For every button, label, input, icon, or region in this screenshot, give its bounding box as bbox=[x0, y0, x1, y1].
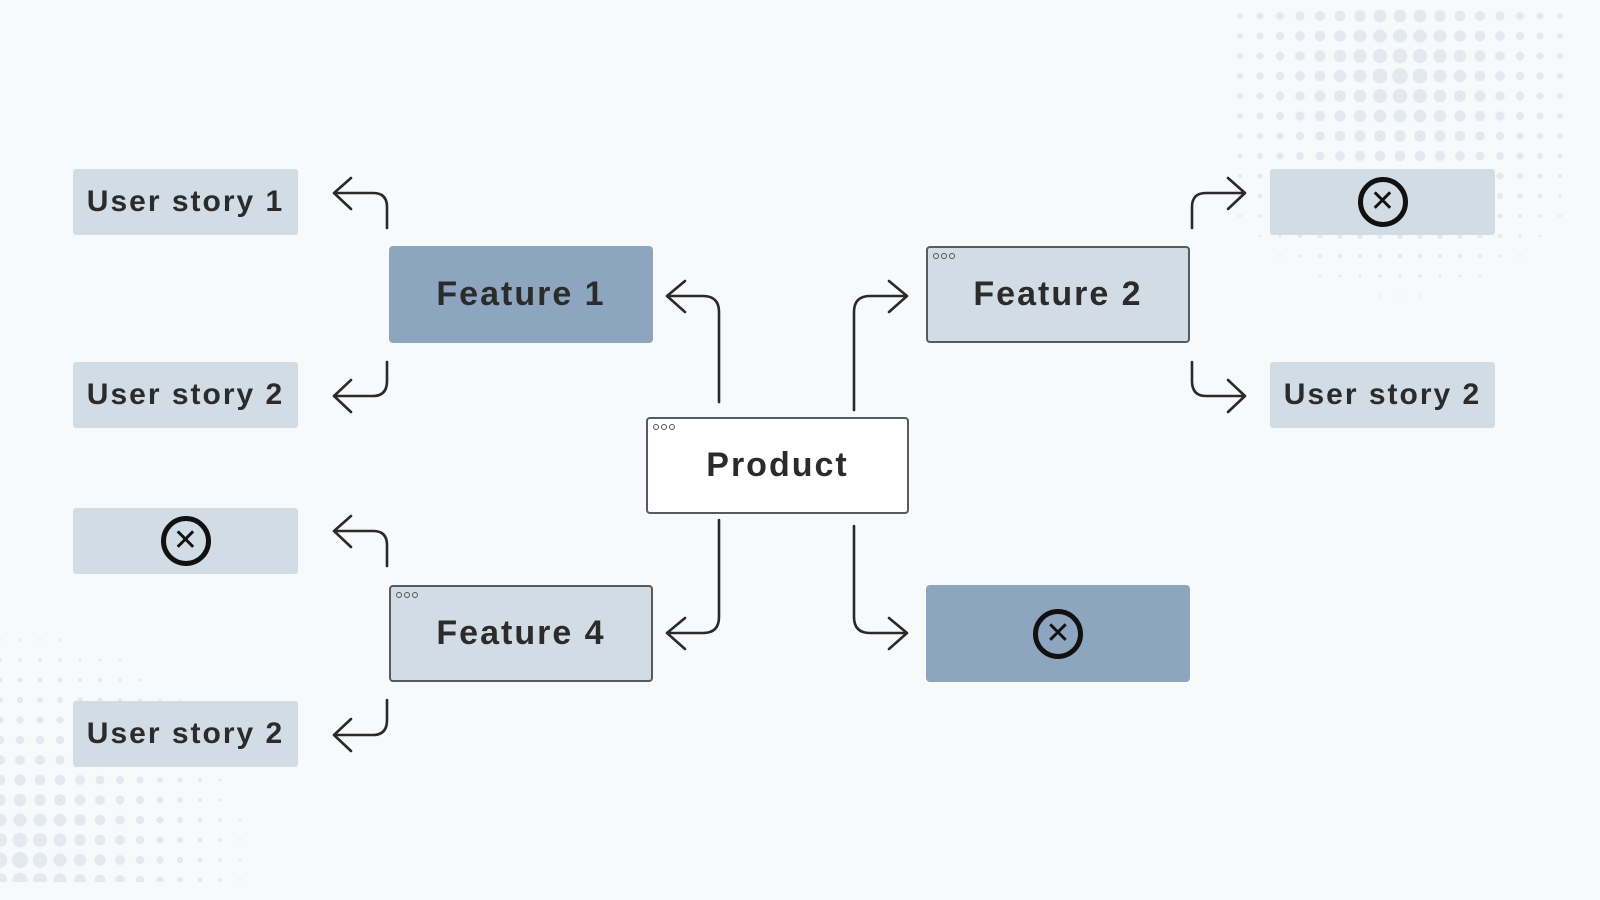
window-dots-icon bbox=[653, 424, 675, 430]
arrow-root-to-feature-3 bbox=[852, 524, 909, 651]
feature-4-story-2[interactable]: User story 2 bbox=[73, 701, 298, 767]
feature-2-story-1[interactable]: ✕ bbox=[1270, 169, 1495, 235]
feature-4-story-1[interactable]: ✕ bbox=[73, 508, 298, 574]
feature-4-node[interactable]: Feature 4 bbox=[389, 585, 653, 682]
feature-2-label: Feature 2 bbox=[973, 275, 1143, 313]
product-node[interactable]: Product bbox=[646, 417, 909, 514]
arrow-root-to-feature-2 bbox=[852, 279, 909, 412]
arrow-feature-1-to-story-2 bbox=[332, 360, 389, 414]
arrow-feature-4-to-story-2 bbox=[332, 698, 389, 753]
window-dots-icon bbox=[933, 253, 955, 259]
feature-1-story-1[interactable]: User story 1 bbox=[73, 169, 298, 235]
arrow-feature-1-to-story-1 bbox=[332, 176, 389, 230]
feature-1-label: Feature 1 bbox=[436, 275, 606, 313]
connector-arrows bbox=[332, 176, 1247, 753]
feature-3-node[interactable]: ✕ bbox=[926, 585, 1190, 682]
close-circle-icon: ✕ bbox=[1357, 177, 1408, 227]
feature-1-story-2[interactable]: User story 2 bbox=[73, 362, 298, 428]
feature-2-story-2[interactable]: User story 2 bbox=[1270, 362, 1495, 428]
arrow-root-to-feature-1 bbox=[665, 279, 721, 404]
feature-2-node[interactable]: Feature 2 bbox=[926, 246, 1190, 343]
story-label: User story 2 bbox=[1283, 378, 1482, 411]
story-label: User story 1 bbox=[86, 185, 285, 218]
arrow-feature-2-to-story-2 bbox=[1190, 360, 1247, 414]
product-label: Product bbox=[706, 446, 849, 484]
story-label: User story 2 bbox=[86, 378, 285, 411]
arrow-feature-4-to-story-1 bbox=[332, 514, 389, 568]
close-circle-icon: ✕ bbox=[160, 516, 211, 566]
arrow-root-to-feature-4 bbox=[665, 518, 721, 651]
feature-1-node[interactable]: Feature 1 bbox=[389, 246, 653, 343]
arrow-feature-2-to-story-1 bbox=[1190, 176, 1247, 230]
close-circle-icon: ✕ bbox=[1033, 608, 1083, 659]
window-dots-icon bbox=[396, 592, 418, 598]
story-label: User story 2 bbox=[86, 717, 285, 750]
feature-4-label: Feature 4 bbox=[436, 614, 606, 652]
